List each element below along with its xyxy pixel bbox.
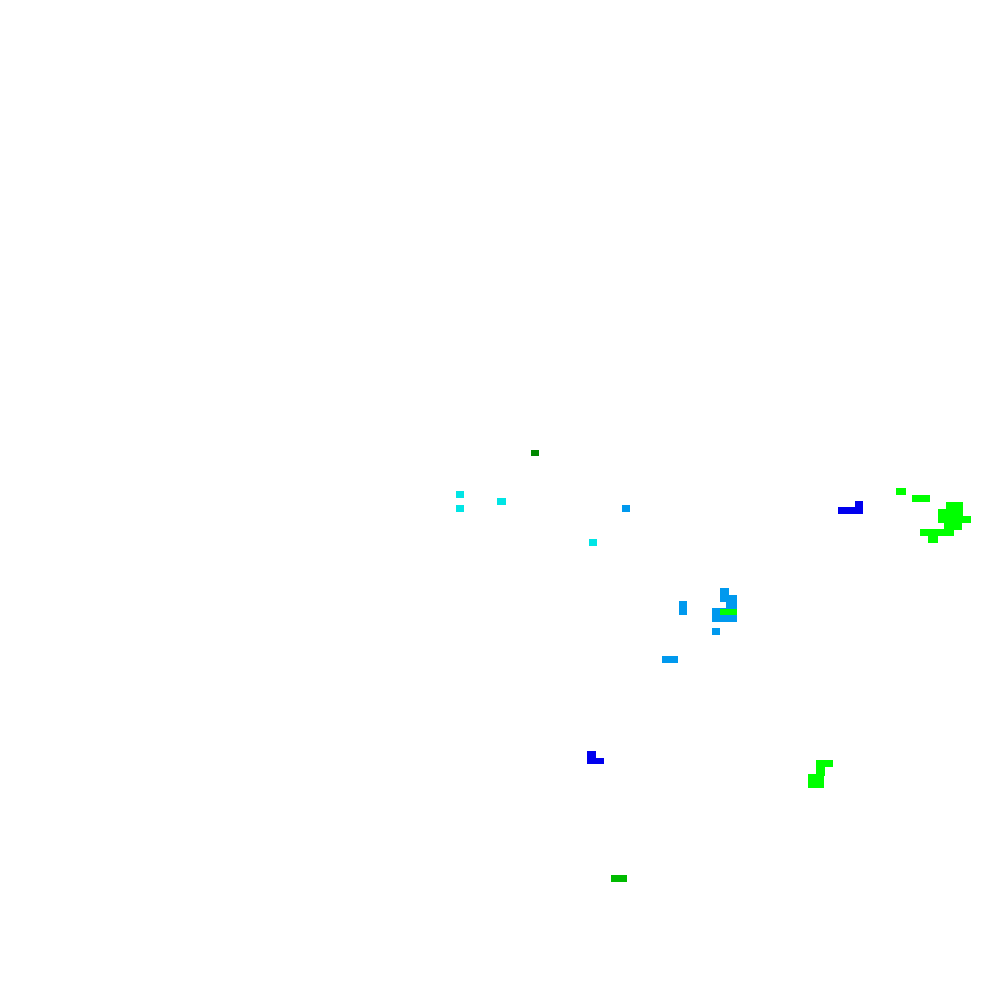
bright-green-upper-cluster-pixel — [928, 536, 938, 543]
cyan-specks-pixel — [456, 505, 464, 512]
blue-lower-mark-pixel — [587, 758, 604, 764]
sky-blue-cluster-pixel — [662, 656, 678, 663]
sky-blue-cluster-pixel — [726, 595, 737, 609]
dark-green-speck-pixel — [531, 450, 539, 456]
sky-blue-cluster-pixel — [712, 628, 720, 635]
bright-green-lower-cluster-pixel — [816, 767, 825, 776]
cyan-specks-pixel — [589, 539, 597, 546]
bright-green-upper-cluster-pixel — [938, 509, 963, 517]
bright-green-upper-cluster-pixel — [912, 495, 930, 502]
bright-green-upper-cluster-pixel — [944, 523, 962, 530]
bright-green-center-streak-pixel — [720, 609, 737, 615]
bright-green-upper-cluster-pixel — [920, 529, 954, 536]
blue-upper-mark-pixel — [838, 507, 862, 514]
bright-green-upper-cluster-pixel — [938, 516, 971, 523]
sky-blue-cluster-pixel — [622, 505, 630, 512]
bright-green-upper-cluster-pixel — [946, 502, 963, 510]
medium-green-lower-streak-pixel — [611, 875, 627, 882]
cyan-specks-pixel — [456, 491, 464, 498]
sky-blue-cluster-pixel — [679, 601, 687, 615]
cyan-specks-pixel — [497, 498, 506, 505]
sky-blue-cluster-pixel — [720, 588, 729, 602]
blue-lower-mark-pixel — [587, 751, 596, 764]
bright-green-lower-cluster-pixel — [816, 760, 833, 767]
bright-green-upper-cluster-pixel — [896, 488, 906, 495]
bright-green-lower-cluster-pixel — [808, 774, 824, 788]
blue-upper-mark-pixel — [855, 501, 863, 514]
